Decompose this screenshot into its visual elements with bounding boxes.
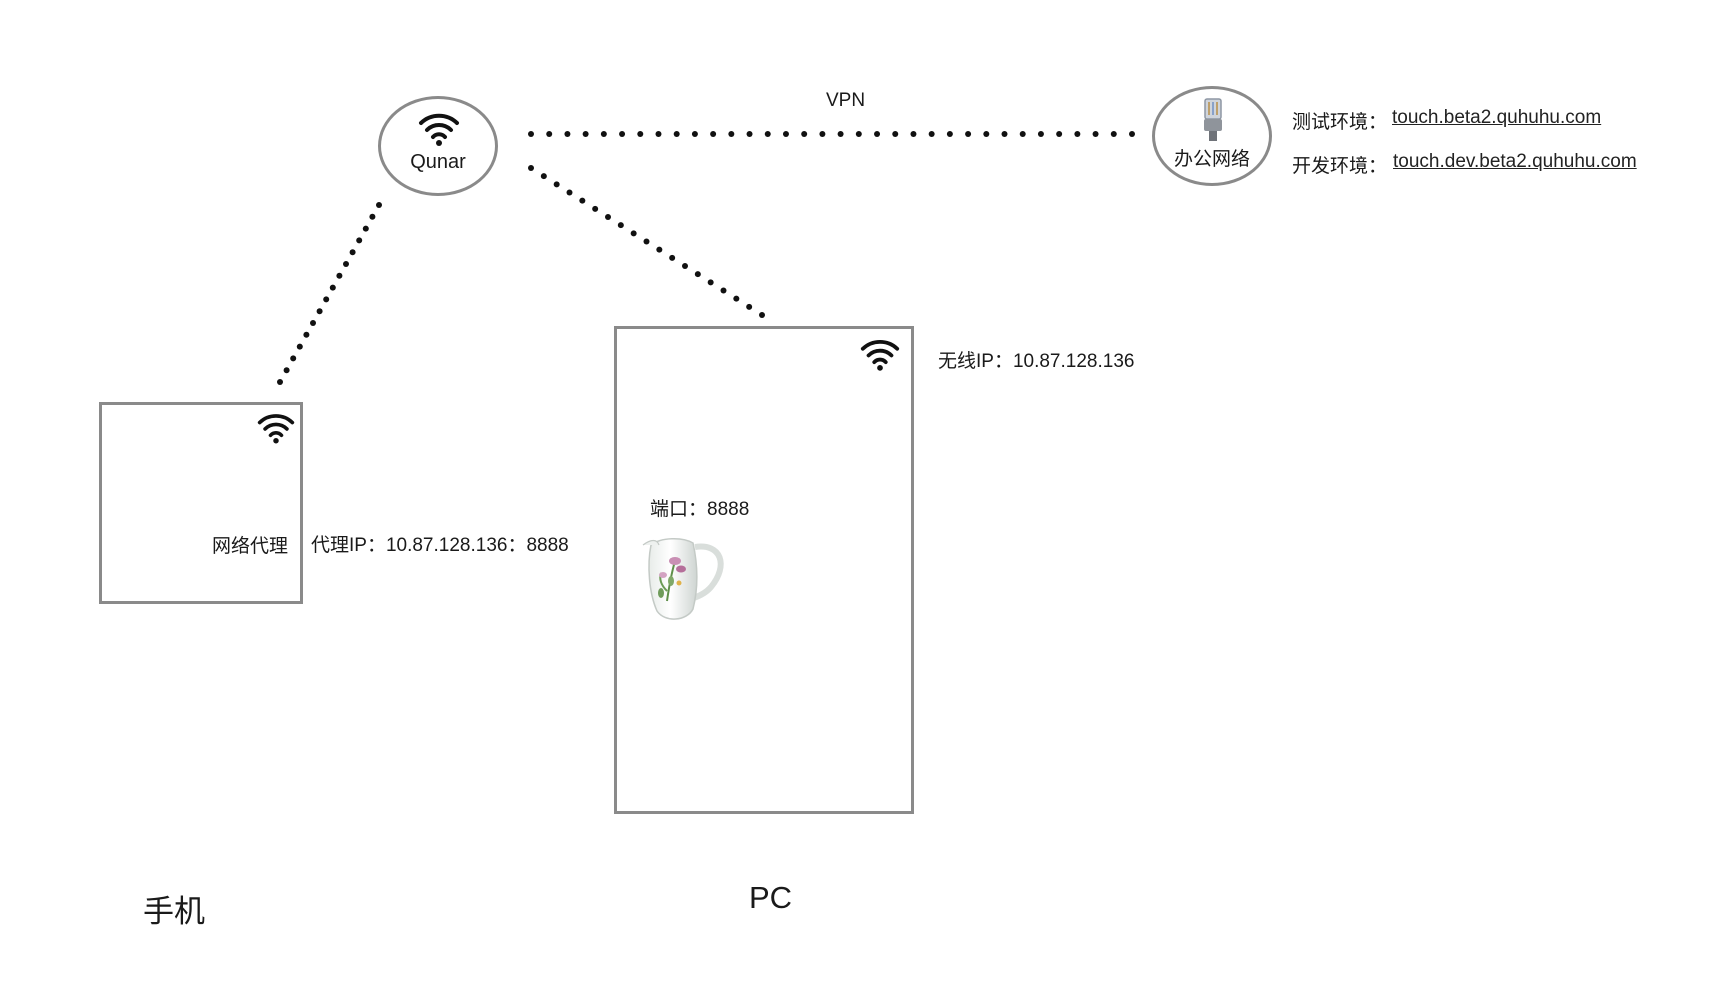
connection-dot [316, 308, 323, 315]
connection-dot [1019, 131, 1026, 137]
connection-dot [564, 131, 571, 137]
connection-dot [1129, 131, 1135, 137]
wifi-icon [419, 113, 459, 146]
connection-dot [728, 131, 735, 137]
office-network-node: 办公网络 [1152, 86, 1272, 186]
port-label: 端口：8888 [650, 499, 750, 520]
wifi-ip-label: 无线IP：10.87.128.136 [938, 351, 1135, 372]
dev-env-link[interactable]: touch.dev.beta2.quhuhu.com [1393, 151, 1637, 172]
connection-dot [303, 331, 310, 338]
connection-dot [296, 343, 303, 350]
connection-dot [643, 238, 650, 245]
pc-box: 端口：8888 [614, 326, 914, 814]
wifi-icon [860, 339, 900, 371]
qunar-to-pc-dotted-line [528, 165, 765, 318]
connection-dot [637, 131, 644, 137]
connection-dot [362, 225, 369, 232]
connection-dot [310, 320, 316, 326]
connection-dot [1110, 131, 1117, 137]
connection-dot [540, 173, 547, 180]
connection-dot [617, 222, 624, 229]
connection-dot [733, 295, 740, 302]
connection-dot [528, 165, 534, 171]
connection-dot [323, 296, 330, 303]
connection-dot [277, 379, 283, 385]
connection-dot [746, 303, 753, 310]
connection-dot [283, 367, 290, 374]
connection-dot [605, 214, 611, 220]
connection-dot [746, 131, 753, 137]
connection-dot [546, 131, 553, 137]
connection-dot [983, 131, 990, 137]
connection-dot [566, 189, 573, 196]
connection-dot [1056, 131, 1063, 137]
connection-dot [855, 131, 862, 137]
test-env-link[interactable]: touch.beta2.quhuhu.com [1392, 107, 1602, 128]
connection-dot [600, 131, 607, 137]
network-proxy-label: 网络代理 [211, 536, 288, 557]
qunar-node: Qunar [378, 96, 498, 196]
connection-dot [655, 131, 662, 137]
connection-dot [669, 254, 676, 261]
phone-caption: 手机 [143, 894, 205, 929]
connection-dot [874, 131, 881, 137]
test-env-label: 测试环境： [1292, 112, 1388, 133]
connection-dot [619, 131, 626, 137]
phone-box: 网络代理 [99, 402, 303, 604]
connection-dot [691, 131, 698, 137]
connection-dot [764, 131, 771, 137]
connection-dot [579, 197, 586, 204]
connection-dot [1074, 131, 1081, 137]
office-network-label: 办公网络 [1173, 149, 1250, 170]
connection-dot [892, 131, 899, 137]
connection-dot [837, 131, 844, 137]
vpn-label: VPN [826, 90, 866, 111]
qunar-to-phone-dotted-line [277, 202, 382, 385]
connection-dot [801, 131, 808, 137]
connection-dot [1001, 131, 1008, 137]
connection-dot [369, 213, 376, 220]
connection-dot [965, 131, 972, 137]
connection-dot [630, 230, 637, 237]
wifi-icon [257, 414, 295, 444]
connection-dot [290, 355, 297, 362]
connection-dot [928, 131, 935, 137]
connection-dot [336, 272, 343, 279]
connection-dot [707, 279, 714, 286]
connection-dot [329, 284, 336, 291]
connection-dot [673, 131, 680, 137]
connection-dot [694, 271, 701, 278]
qunar-label: Qunar [410, 151, 466, 173]
connection-dot [376, 202, 382, 208]
connection-dot [910, 131, 917, 137]
connection-dot [553, 181, 560, 188]
connection-dot [946, 131, 953, 137]
connection-dot [1037, 131, 1044, 137]
connection-dot [710, 131, 717, 137]
connection-dot [592, 205, 599, 212]
connection-dot [819, 131, 826, 137]
pc-caption: PC [749, 880, 793, 915]
dev-env-label: 开发环境： [1292, 156, 1388, 177]
proxy-ip-label: 代理IP：10.87.128.136：8888 [311, 535, 569, 556]
ethernet-plug-icon [1204, 98, 1222, 141]
connection-dot [759, 312, 765, 318]
connection-dot [682, 263, 688, 269]
connection-dot [720, 287, 727, 294]
teapot-image [642, 538, 724, 620]
connection-dot [528, 131, 534, 137]
connection-dot [1092, 131, 1099, 137]
connection-dot [582, 131, 589, 137]
connection-dot [782, 131, 789, 137]
vpn-dotted-line [528, 131, 1135, 137]
connection-dot [349, 249, 356, 256]
connection-dot [343, 261, 349, 267]
connection-dot [656, 246, 663, 253]
connection-dot [356, 237, 363, 244]
